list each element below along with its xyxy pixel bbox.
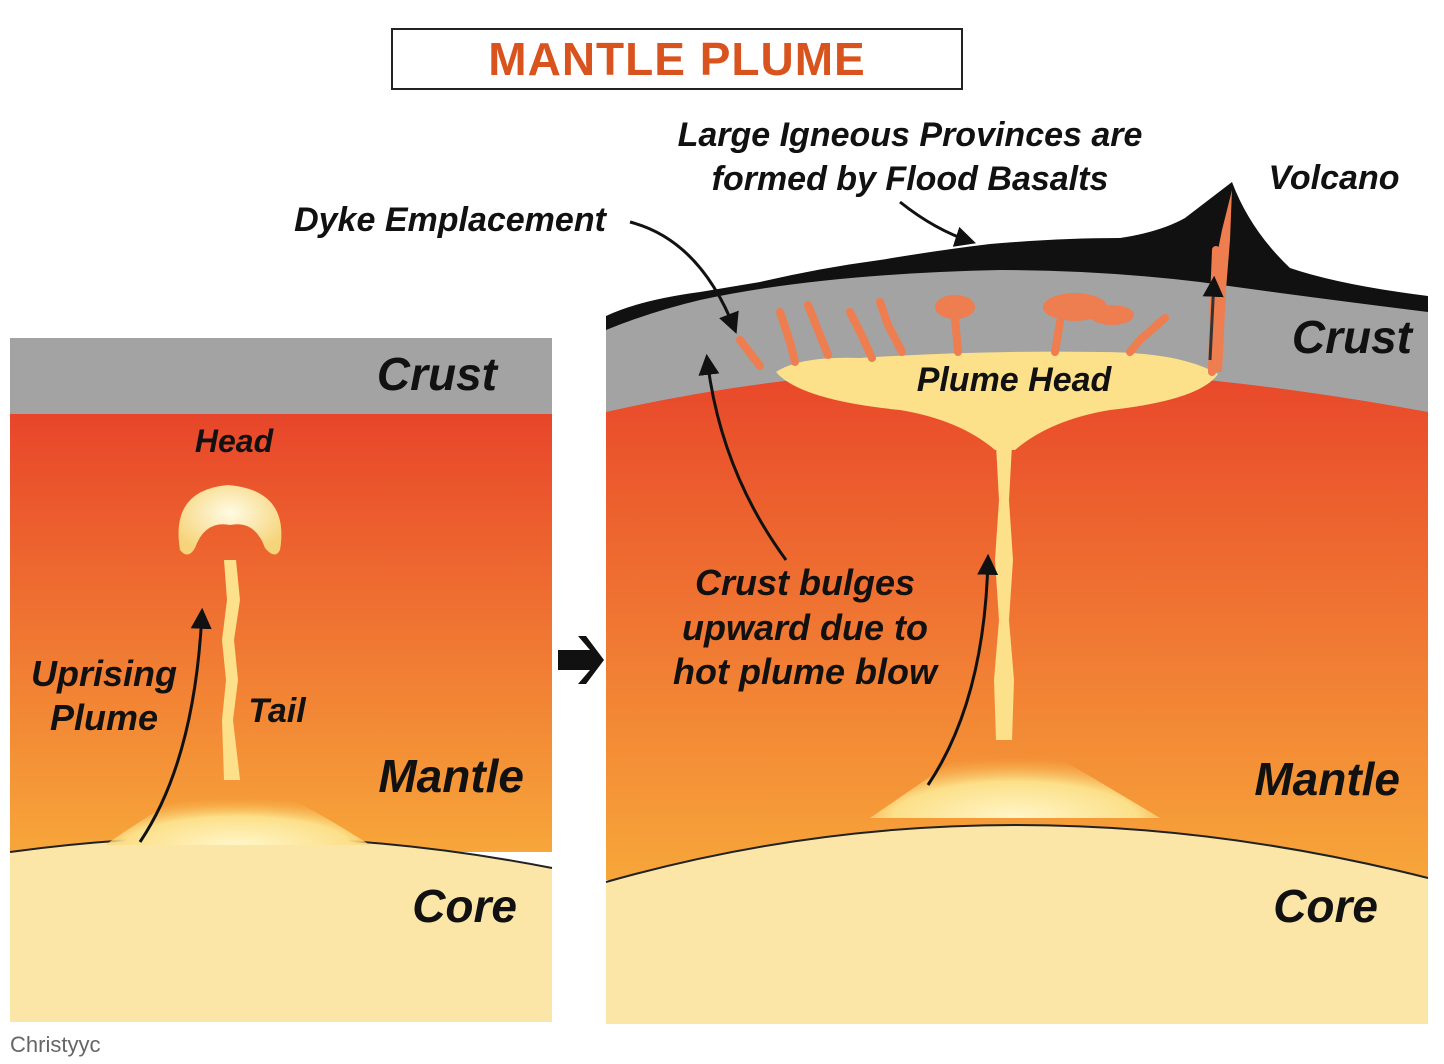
right-core — [606, 824, 1428, 1024]
right-crust-label: Crust — [1292, 311, 1414, 363]
right-core-label: Core — [1273, 880, 1378, 932]
left-panel: Crust Head Tail Uprising Plume Mantle Co… — [9, 338, 553, 1022]
right-core-boundary — [605, 824, 1429, 883]
dyke-arrow — [629, 220, 739, 334]
right-plume-tail — [994, 445, 1014, 740]
left-mantle-label: Mantle — [378, 750, 524, 802]
sills — [935, 293, 1134, 325]
tail-label: Tail — [248, 692, 307, 730]
bulge-label-line1: Crust bulges — [695, 562, 915, 603]
bulge-label-line2: upward due to — [682, 607, 928, 648]
volcano-label: Volcano — [1269, 159, 1400, 197]
plume-rise-arrow — [926, 553, 999, 786]
left-mantle — [10, 412, 552, 852]
volcano-rise-arrow — [1202, 275, 1224, 361]
right-panel: Large Igneous Provinces are formed by Fl… — [294, 116, 1429, 1024]
lip-label-line2: formed by Flood Basalts — [712, 160, 1109, 198]
bulge-arrow — [698, 353, 788, 561]
left-crust — [10, 338, 552, 414]
dyke-label: Dyke Emplacement — [294, 201, 607, 239]
credit-text: Christyyc — [10, 1032, 101, 1057]
plume-head-label: Plume Head — [917, 361, 1113, 399]
flood-basalt — [606, 182, 1428, 330]
diagram-title: MANTLE PLUME — [488, 33, 866, 85]
left-plume-base — [105, 777, 370, 845]
right-mantle-label: Mantle — [1254, 753, 1400, 805]
left-crust-label: Crust — [377, 348, 499, 400]
head-label: Head — [195, 423, 275, 459]
uprising-arrow — [138, 607, 212, 843]
uprising-label-line1: Uprising — [31, 653, 177, 694]
arrow-right-icon — [558, 636, 604, 684]
lip-arrow — [899, 200, 976, 247]
right-plume-head — [776, 351, 1218, 450]
bulge-label-line3: hot plume blow — [673, 651, 939, 692]
lip-label-line1: Large Igneous Provinces are — [678, 116, 1143, 154]
uprising-label-line2: Plume — [50, 697, 158, 738]
left-core — [10, 836, 552, 1022]
left-plume-head — [178, 485, 282, 555]
left-core-label: Core — [412, 880, 517, 932]
left-plume-tail — [222, 560, 240, 780]
title-box: MANTLE PLUME — [391, 28, 963, 90]
right-plume-base — [870, 731, 1160, 818]
